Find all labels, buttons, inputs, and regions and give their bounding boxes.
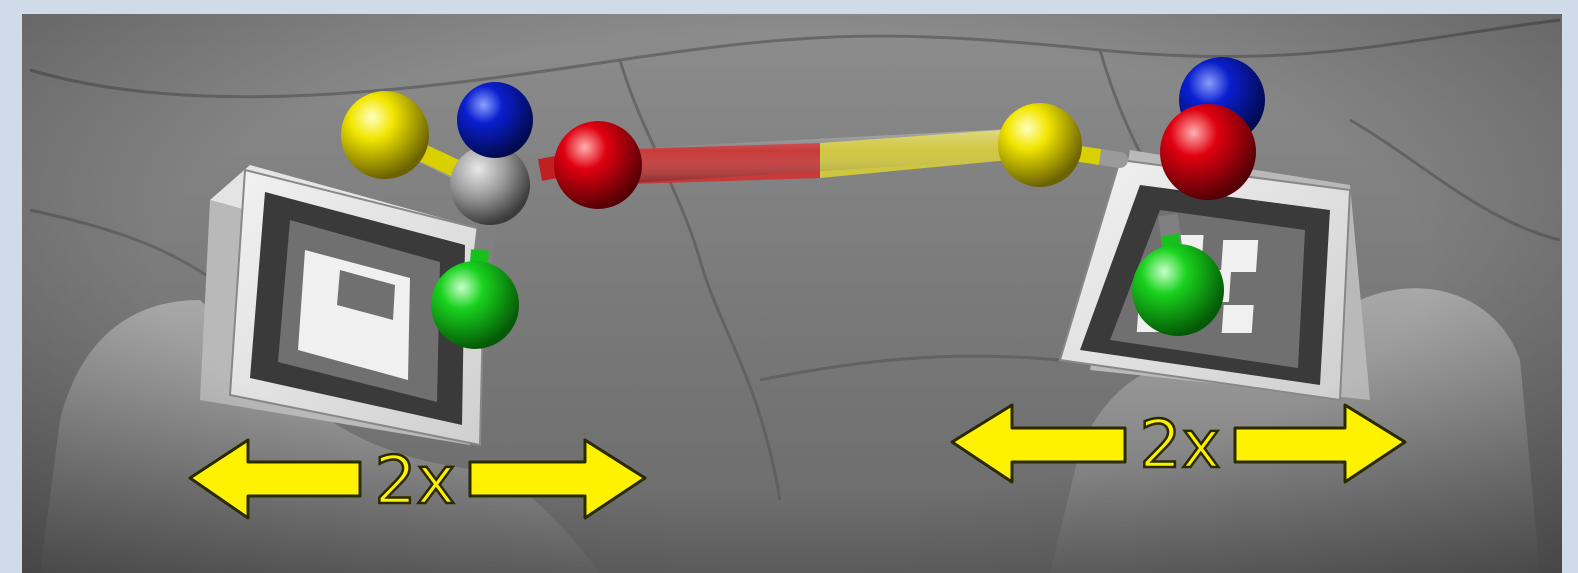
right-scale-label: 2x [1139,406,1220,483]
left-scale-label: 2x [374,442,455,519]
left-arrow-head-right [468,438,647,520]
left-double-arrow: 2x [188,438,647,520]
right-double-arrow: 2x [950,403,1407,484]
left-arrow-head-left [188,438,362,520]
right-arrow-head-left [950,403,1127,484]
right-arrow-head-right [1233,403,1407,484]
